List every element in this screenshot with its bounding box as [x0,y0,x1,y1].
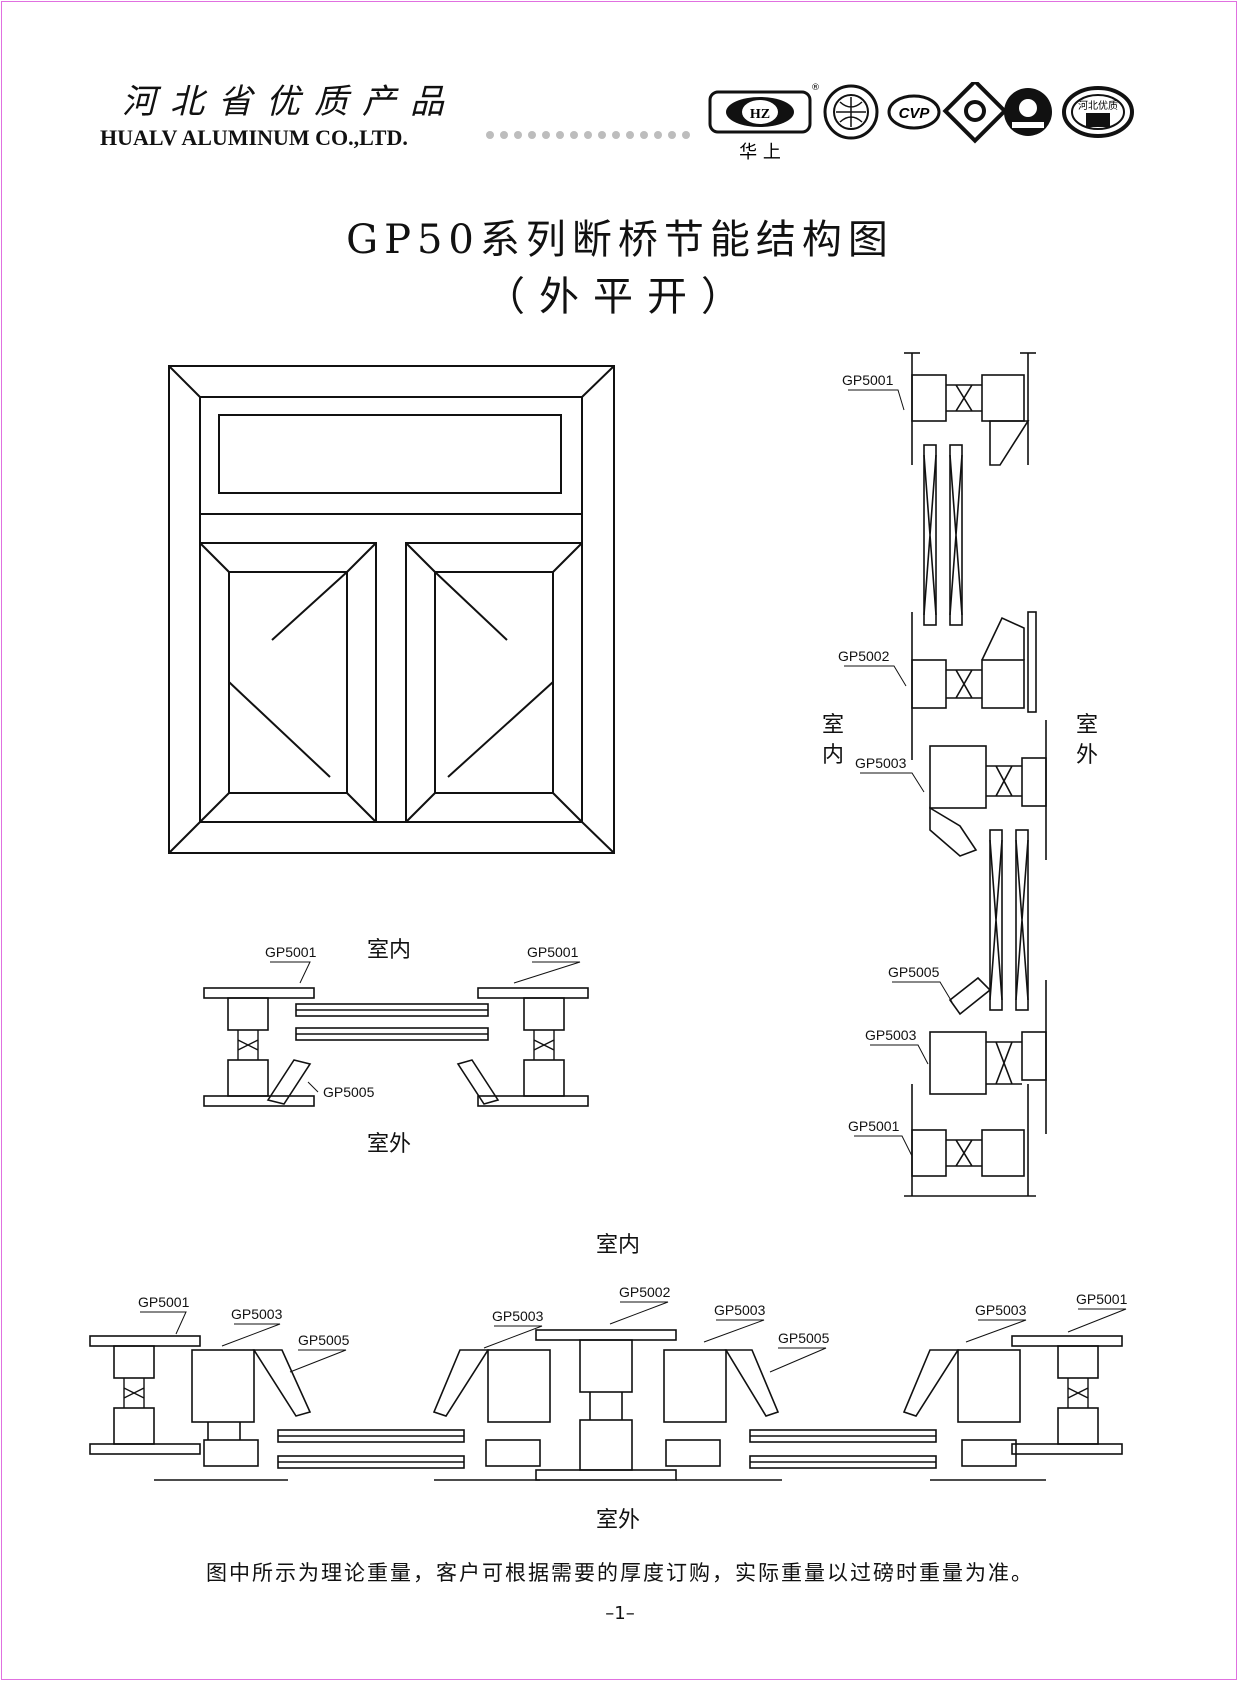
label-gp5002-vertical: GP5002 [838,648,890,664]
label-gp5003-vertical-lower: GP5003 [865,1027,917,1043]
header-logo-strip: HZ ® 华 上 CVP 河北优质 [708,82,1134,163]
label-indoor-vertical-1: 室 [822,713,844,738]
award-emblem-logo [1004,88,1052,136]
label-gp5001-bottom-left: GP5001 [138,1294,190,1310]
label-gp5002-bottom: GP5002 [619,1284,671,1300]
header-cn-title: 河北省优质产品 [122,82,458,122]
label-gp5005-bottom-2: GP5005 [778,1330,830,1346]
label-gp5001-left: GP5001 [265,944,317,960]
seal-text: 河北优质 [1078,99,1118,112]
svg-text:®: ® [811,83,820,93]
label-gp5005-vertical: GP5005 [888,964,940,980]
label-gp5001-bottom-right: GP5001 [1076,1291,1128,1307]
label-gp5003-vertical-upper: GP5003 [855,755,907,771]
label-gp5005-fixed: GP5005 [323,1084,375,1100]
hebei-quality-seal-logo: 河北优质 [1062,86,1134,138]
label-gp5001-bottom: GP5001 [848,1118,900,1134]
label-gp5003-bottom-4: GP5003 [975,1302,1027,1318]
casement-horizontal-section: 室内 室外 GP5001 GP5003 [89,1233,1128,1533]
vertical-section-labels: GP5001 GP5002 GP5003 GP5005 GP5003 GP500… [822,372,1098,1157]
label-gp5005-bottom-1: GP5005 [298,1332,350,1348]
window-elevation [168,365,615,854]
page-title: GP50系列断桥节能结构图 [346,217,894,263]
page-subtitle: （外平开） [485,274,755,320]
label-indoor-vertical-2: 内 [822,743,844,768]
label-gp5001-top: GP5001 [842,372,894,388]
footer-weight-note: 图中所示为理论重量，客户可根据需要的厚度订购，实际重量以过磅时重量为准。 [206,1561,1034,1585]
label-gp5003-bottom-3: GP5003 [714,1302,766,1318]
label-outdoor-fixed: 室外 [367,1132,411,1157]
page-number: –1– [605,1603,635,1624]
svg-text:CVP: CVP [899,105,931,122]
huashang-brand-logo: HZ ® 华 上 [708,83,820,163]
label-outdoor-vertical-2: 外 [1076,743,1098,768]
svg-text:HZ: HZ [750,107,770,122]
label-gp5001-right: GP5001 [527,944,579,960]
quality-mark-logo [942,82,1008,144]
cqc-logo: CVP [887,94,941,130]
label-gp5003-bottom-1: GP5003 [231,1306,283,1322]
vertical-section [904,352,1047,1197]
brand-mark-text: 华 上 [739,142,781,163]
label-gp5003-bottom-2: GP5003 [492,1308,544,1324]
header-dot-leader [486,131,690,139]
label-outdoor-vertical-1: 室 [1076,713,1098,738]
label-indoor-fixed: 室内 [367,938,411,963]
label-indoor-bottom: 室内 [596,1233,640,1258]
header-company-name: HUALV ALUMINUM CO.,LTD. [100,125,408,150]
globe-certification-logo [823,84,879,140]
label-outdoor-bottom: 室外 [596,1508,640,1533]
fixed-pane-section: GP5001 GP5001 GP5005 室内 室外 [203,938,589,1157]
